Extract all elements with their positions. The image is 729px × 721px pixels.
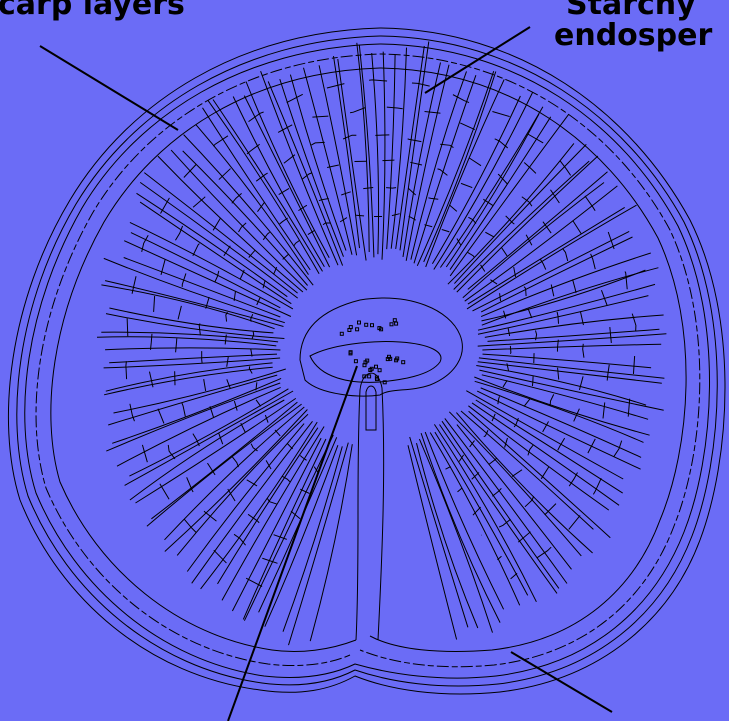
small-cell [375,365,378,368]
crease-inner [366,386,376,430]
pointer-line-pericarp [40,46,178,130]
small-cell [395,322,398,325]
cell-wall [124,258,281,318]
cell-wall [387,54,395,249]
cell-wall [450,117,551,270]
cell-wall [479,370,663,410]
label-pericarp-layers: carp layers [0,0,185,22]
cell-wall [105,281,283,327]
cell-wall [151,402,297,519]
small-cell [365,323,368,326]
cell-wall [97,337,276,346]
small-cell [390,323,393,326]
pointer-line-bottom-left [228,366,357,721]
cell-wall [357,43,369,252]
cell-wall [421,433,500,622]
small-cell [340,332,343,335]
small-cell [371,324,374,327]
small-cell [358,321,361,324]
cell-wall [396,46,425,249]
cell-wall [149,106,612,564]
cell-wall [474,377,649,435]
cell-wall [478,296,648,335]
cell-wall [117,387,281,466]
small-cell [402,361,405,364]
small-cell [354,360,357,363]
cell-wall [310,444,352,641]
cell-wall [126,80,636,587]
cell-wall [144,173,297,294]
small-cell [349,326,352,329]
cell-wall [434,92,533,269]
small-cell [363,364,366,367]
cell-wall [382,52,385,260]
cell-wall [104,358,281,368]
crease-outline [356,373,384,640]
cell-wall [124,241,291,317]
small-cell [393,319,396,322]
cell-wall [417,71,493,266]
small-cell [363,375,366,378]
cell-wall [481,253,651,317]
cell-wall [246,82,329,258]
cell-wall [424,72,496,262]
cell-wall [158,156,303,292]
cell-wall [130,400,284,500]
small-cell [378,369,381,372]
cell-wall [105,348,280,350]
cell-wall [482,344,661,350]
cell-wall [183,151,308,286]
cell-wall [129,389,288,476]
label-endosperm: endosper [554,19,712,53]
small-cell [368,375,371,378]
vascular-cells [340,319,404,384]
cell-wall [469,411,611,538]
cell-wall [165,407,305,540]
cell-wall [488,329,660,341]
cell-wall [482,268,659,326]
cell-wall [414,75,476,263]
cell-wall [475,381,644,442]
cell-wall [473,231,630,311]
cell-wall [477,391,640,469]
cell-wall [244,435,333,621]
cell-wall [478,284,655,330]
cell-wall [196,124,309,274]
cell-wall [472,403,619,505]
cell-wall [408,445,457,639]
cell-wall [485,315,664,337]
small-cell [356,328,359,331]
small-cell [383,381,386,384]
cell-wall [456,413,592,553]
central-cavity [300,298,462,396]
cell-wall [425,432,503,609]
cell-wall [213,100,323,272]
cell-wall [233,97,324,267]
cell-wall [290,75,346,251]
cell-wall [457,156,598,292]
